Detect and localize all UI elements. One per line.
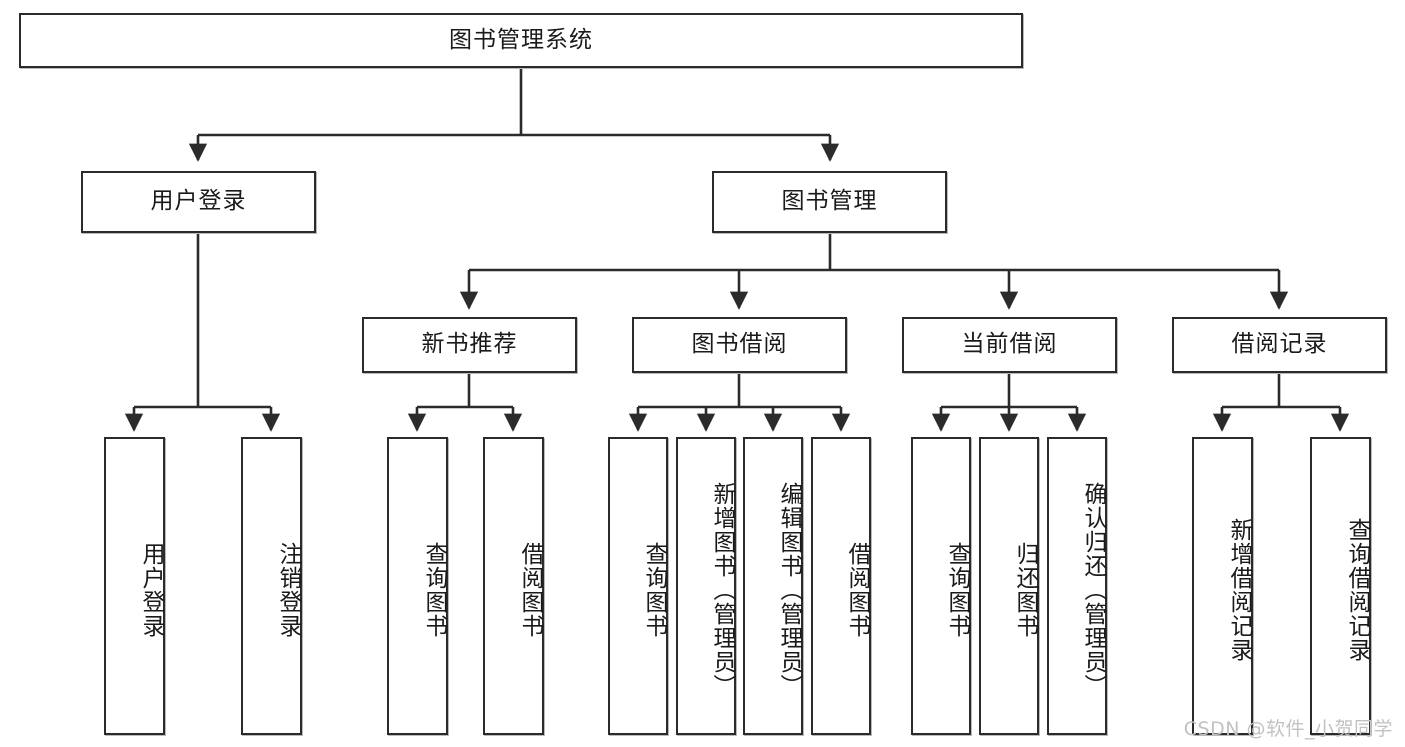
node-book-management-label: 图书管理: [781, 188, 878, 215]
node-root[interactable]: 图书管理系统: [19, 13, 1023, 68]
node-book-management[interactable]: 图书管理: [712, 171, 947, 233]
leaf-add-borrow-record-label: 新增借阅记录: [1226, 518, 1252, 662]
leaf-confirm-return-admin-label: 确认归还（管理员）: [1080, 482, 1106, 698]
leaf-edit-book-admin[interactable]: 编辑图书（管理员）: [743, 437, 803, 735]
node-borrow-record[interactable]: 借阅记录: [1172, 317, 1387, 373]
leaf-return-book[interactable]: 归还图书: [979, 437, 1039, 735]
leaf-query-book-recommend[interactable]: 查询图书: [387, 437, 448, 735]
node-borrow-record-label: 借阅记录: [1231, 331, 1328, 358]
leaf-borrow-book[interactable]: 借阅图书: [811, 437, 871, 735]
leaf-query-book-current[interactable]: 查询图书: [911, 437, 971, 735]
node-current-borrow[interactable]: 当前借阅: [902, 317, 1117, 373]
node-new-book-recommend[interactable]: 新书推荐: [362, 317, 577, 373]
leaf-add-borrow-record[interactable]: 新增借阅记录: [1192, 437, 1253, 735]
node-current-borrow-label: 当前借阅: [961, 331, 1058, 358]
leaf-edit-book-admin-label: 编辑图书（管理员）: [776, 482, 802, 698]
leaf-query-book-current-label: 查询图书: [944, 542, 970, 638]
leaf-query-borrow-record[interactable]: 查询借阅记录: [1310, 437, 1371, 735]
leaf-user-login[interactable]: 用户登录: [104, 437, 165, 735]
watermark-text: CSDN @软件_小贺同学: [1183, 718, 1393, 740]
leaf-borrow-book-label: 借阅图书: [844, 542, 870, 638]
leaf-query-borrow-record-label: 查询借阅记录: [1344, 518, 1370, 662]
leaf-user-login-label: 用户登录: [138, 542, 164, 638]
node-root-label: 图书管理系统: [449, 26, 593, 53]
node-book-borrow-label: 图书借阅: [691, 331, 788, 358]
leaf-logout[interactable]: 注销登录: [241, 437, 302, 735]
node-user-login[interactable]: 用户登录: [81, 171, 316, 233]
node-book-borrow[interactable]: 图书借阅: [632, 317, 847, 373]
leaf-borrow-book-recommend-label: 借阅图书: [517, 542, 543, 638]
leaf-query-book-borrow-label: 查询图书: [641, 542, 667, 638]
leaf-return-book-label: 归还图书: [1012, 542, 1038, 638]
leaf-borrow-book-recommend[interactable]: 借阅图书: [483, 437, 544, 735]
leaf-add-book-admin-label: 新增图书（管理员）: [709, 482, 735, 698]
leaf-query-book-recommend-label: 查询图书: [421, 542, 447, 638]
leaf-query-book-borrow[interactable]: 查询图书: [608, 437, 668, 735]
node-user-login-label: 用户登录: [150, 188, 247, 215]
leaf-confirm-return-admin[interactable]: 确认归还（管理员）: [1047, 437, 1107, 735]
leaf-logout-label: 注销登录: [275, 542, 301, 638]
node-new-book-recommend-label: 新书推荐: [421, 331, 518, 358]
leaf-add-book-admin[interactable]: 新增图书（管理员）: [676, 437, 736, 735]
